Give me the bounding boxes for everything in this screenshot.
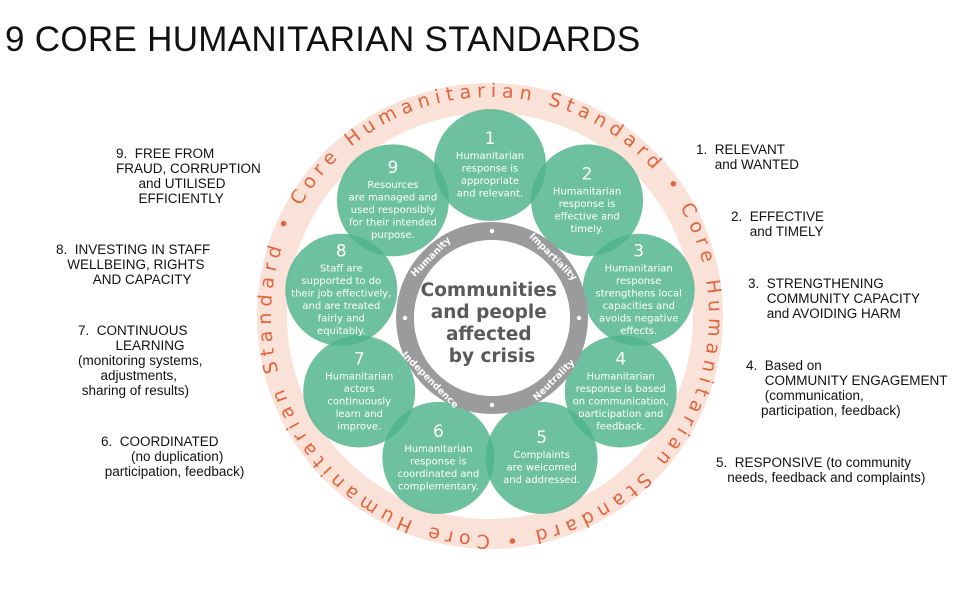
circle-text-line: on communication, [573, 396, 669, 407]
circle-text-line: and addressed. [503, 475, 580, 486]
side-label-8: 8. INVESTING IN STAFF WELLBEING, RIGHTS … [56, 242, 211, 287]
circle-text-line: purpose. [371, 230, 415, 241]
side-label-7: 7. CONTINUOUS LEARNING (monitoring syste… [78, 323, 203, 398]
circle-text-line: feedback. [596, 421, 645, 432]
circle-text-line: Staff are [320, 263, 363, 274]
circle-number: 1 [485, 129, 496, 149]
separator-dot [402, 315, 408, 321]
circle-text-line: equitably. [317, 326, 365, 337]
circle-text-line: actors [344, 384, 375, 395]
separator-dot [576, 315, 582, 321]
circle-number: 2 [582, 164, 593, 184]
side-label-1: 1. RELEVANT and WANTED [696, 142, 800, 172]
circle-number: 6 [433, 422, 444, 442]
circle-text-line: for their intended [349, 218, 437, 229]
circle-shape [382, 401, 495, 514]
circle-text-line: response is based [576, 384, 666, 395]
circle-shape [531, 144, 644, 257]
circle-text-line: and relevant. [457, 189, 523, 200]
separator-dot [489, 228, 495, 234]
circle-number: 9 [388, 158, 399, 178]
center-disc [414, 240, 570, 396]
circle-text-line: complementary. [398, 481, 479, 492]
circle-text-line: continuously [327, 396, 391, 407]
circle-text-line: used responsibly [351, 205, 435, 216]
circle-text-line: timely. [571, 224, 604, 235]
circle-number: 4 [615, 349, 626, 369]
circle-text-line: Complaints [513, 450, 569, 461]
circle-text-line: participation and [578, 409, 663, 420]
circle-text-line: learn and [336, 409, 383, 420]
side-label-4: 4. Based on COMMUNITY ENGAGEMENT (commun… [746, 358, 948, 418]
circle-number: 3 [633, 241, 644, 261]
circle-text-line: effective and [554, 211, 619, 222]
center-text: Communities and people affected by crisi… [421, 280, 564, 367]
circle-text-line: their job effectively, [291, 288, 391, 299]
circle-number: 5 [536, 428, 547, 448]
circle-text-line: avoids negative [599, 313, 678, 324]
circle-text-line: strengthens local [596, 288, 682, 299]
circle-text-line: fairly and [318, 313, 365, 324]
circle-text-line: Resources [367, 180, 418, 191]
circle-text-line: are managed and [349, 193, 438, 204]
circle-shape [582, 233, 695, 346]
circle-text-line: coordinated and [398, 469, 480, 480]
circle-number: 8 [336, 241, 347, 261]
circle-number: 7 [354, 349, 365, 369]
circle-text-line: Humanitarian [587, 371, 655, 382]
circle-shape [434, 109, 546, 221]
circle-text-line: Humanitarian [553, 186, 621, 197]
circle-text-line: supported to do [301, 276, 381, 287]
circle-text-line: capacities and [602, 301, 674, 312]
circle-text-line: Humanitarian [325, 371, 393, 382]
side-label-3: 3. STRENGTHENING COMMUNITY CAPACITY and … [748, 276, 921, 321]
circle-text-line: Humanitarian [605, 263, 673, 274]
circle-shape [564, 335, 677, 448]
outer-ring-band [257, 83, 723, 549]
circle-text-line: are welcomed [506, 463, 576, 474]
circle-text-line: response [616, 276, 661, 287]
side-label-9: 9. FREE FROM FRAUD, CORRUPTION and UTILI… [116, 146, 261, 206]
circle-shape [485, 401, 598, 514]
circle-text-line: response is [410, 456, 467, 467]
circle-text-line: and are treated [302, 301, 380, 312]
circle-shape [285, 233, 398, 346]
circle-shape [303, 335, 416, 448]
circle-shape [336, 144, 449, 257]
circle-text-line: effects. [620, 326, 657, 337]
circle-text-line: appropriate [461, 176, 519, 187]
separator-dot [489, 402, 495, 408]
circle-text-line: response is [559, 199, 616, 210]
circle-text-line: response is [462, 164, 519, 175]
circle-text-line: Humanitarian [456, 151, 524, 162]
side-label-6: 6. COORDINATED (no duplication) particip… [101, 434, 245, 479]
page-title: 9 CORE HUMANITARIAN STANDARDS [5, 20, 641, 59]
side-label-5: 5. RESPONSIVE (to community needs, feedb… [716, 455, 926, 485]
side-label-2: 2. EFFECTIVE and TIMELY [731, 209, 825, 239]
circle-text-line: Humanitarian [404, 444, 472, 455]
circle-text-line: improve. [337, 421, 381, 432]
